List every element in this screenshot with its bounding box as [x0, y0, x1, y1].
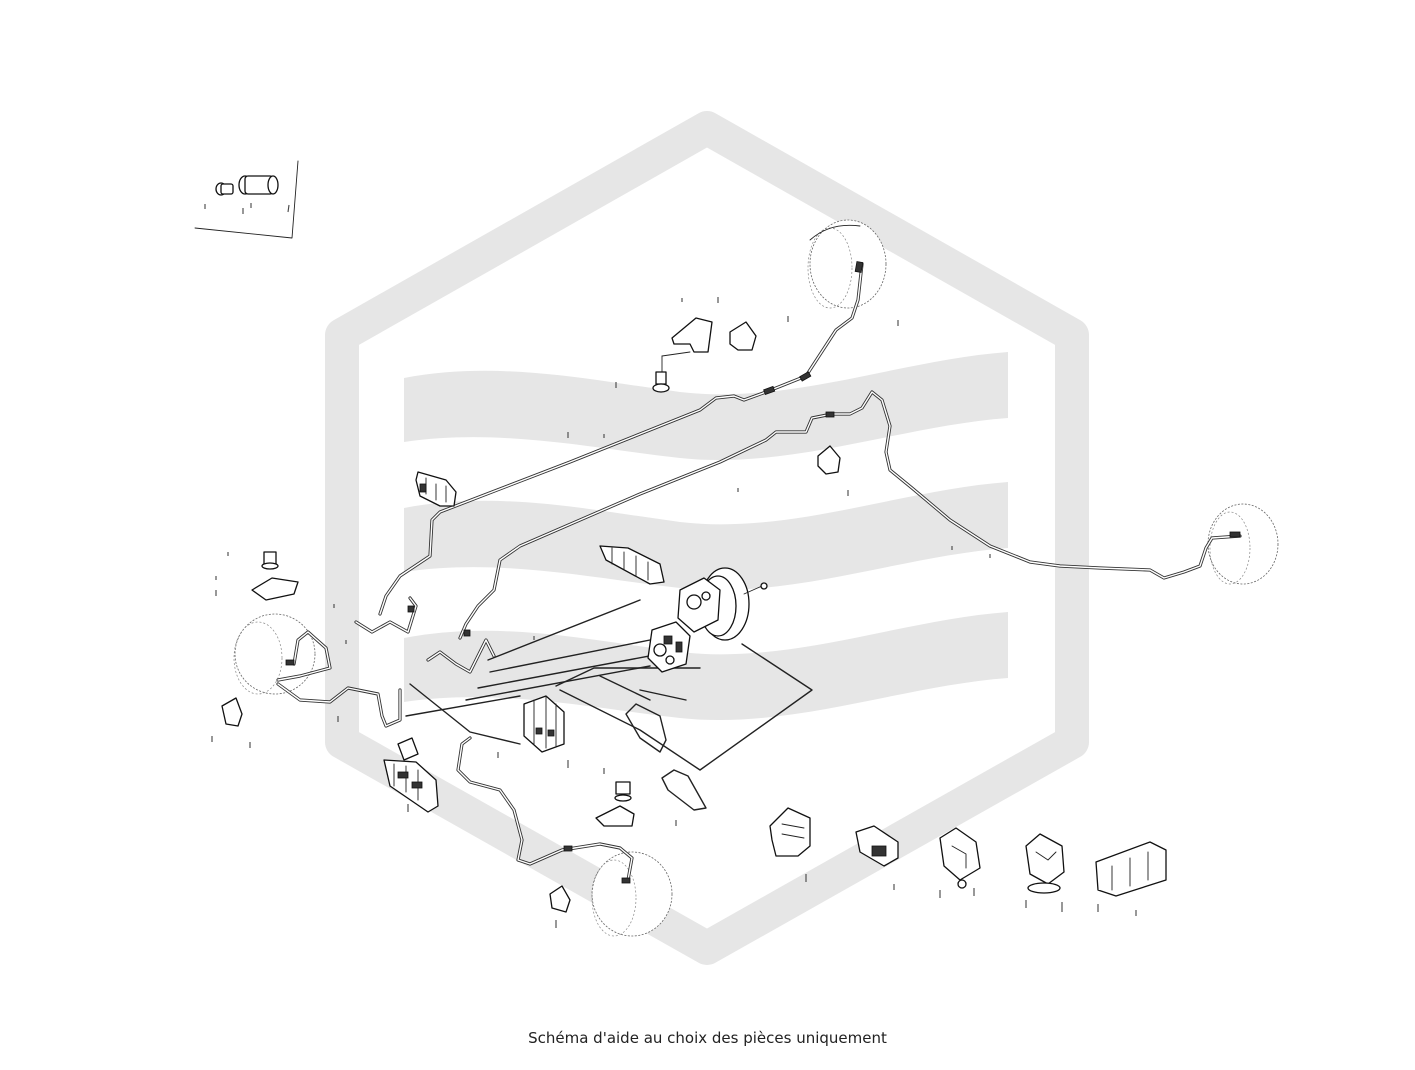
hose-clip-front [397, 737, 419, 761]
front-right-wheel [233, 613, 316, 695]
bolt-icon-rear [652, 371, 670, 393]
relay-block [523, 695, 565, 753]
bolt-sleeve-detail [194, 160, 299, 239]
front-left-clip [549, 885, 571, 913]
front-left-wheel [591, 851, 673, 937]
front-left-bracket [595, 781, 635, 827]
abs-connection-lines [405, 599, 813, 811]
front-right-clip [221, 697, 243, 727]
small-bolt-icon [215, 182, 234, 196]
sleeve-nut-icon [238, 175, 279, 195]
master-cylinder-booster [677, 567, 768, 641]
clip-part-5 [1095, 841, 1167, 897]
clip-part-4 [1025, 833, 1065, 894]
clip-part-3 [939, 827, 981, 889]
clip-bracket-rear-1 [729, 321, 757, 351]
watermark-logo [325, 111, 1089, 965]
brake-system-diagram [194, 111, 1279, 965]
clip-part-1 [769, 807, 811, 857]
clip-bracket-rear-2 [817, 445, 841, 475]
pipe-clip-lower-left [383, 759, 439, 813]
abs-modulator-block [647, 621, 691, 673]
clip-part-2 [855, 825, 899, 867]
diagram-caption: Schéma d'aide au choix des pièces unique… [528, 1029, 887, 1047]
rear-left-wheel [1207, 503, 1279, 585]
brake-pipe-network [276, 262, 1242, 882]
front-right-bracket [251, 551, 299, 601]
pipe-clip-top-left [415, 471, 457, 507]
pipe-clip-center [599, 545, 665, 585]
callout-ticks [211, 297, 1137, 928]
rear-right-wheel [807, 219, 887, 309]
brake-hoses [285, 261, 1241, 884]
mounting-bracket-rear [652, 317, 713, 393]
